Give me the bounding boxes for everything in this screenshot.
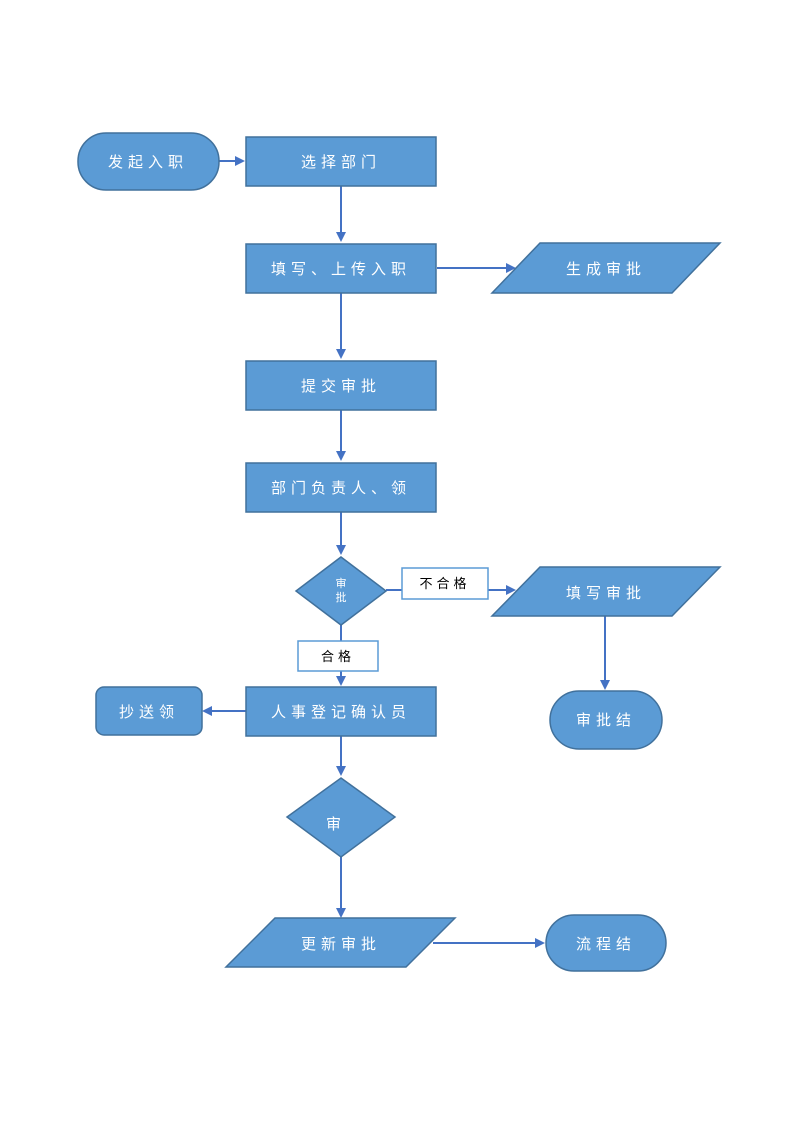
start-node[interactable]: 发起入职 <box>77 132 220 191</box>
start-node-label: 发起入职 <box>108 153 188 171</box>
fill-upload-label: 填写、上传入职 <box>271 260 411 278</box>
review-decision-2[interactable]: 审 <box>285 777 397 858</box>
review-decision-1[interactable]: 审 批 <box>294 556 388 626</box>
fill-approval-node[interactable]: 填写审批 <box>490 566 722 617</box>
generate-approval-label: 生成审批 <box>566 260 646 278</box>
submit-approval-label: 提交审批 <box>301 377 381 395</box>
pass-label: 合格 <box>297 640 379 672</box>
hr-confirm-node[interactable]: 人事登记确认员 <box>245 686 437 737</box>
approval-end-label: 审批结 <box>576 711 636 729</box>
update-approval-node[interactable]: 更新审批 <box>224 917 457 968</box>
department-head-label: 部门负责人、领 <box>271 479 411 497</box>
approval-end-node[interactable]: 审批结 <box>549 690 663 750</box>
update-approval-label: 更新审批 <box>301 935 381 953</box>
review-decision-1-line1: 审 <box>336 576 347 590</box>
process-end-node[interactable]: 流程结 <box>545 914 667 972</box>
fill-approval-label: 填写审批 <box>566 584 646 602</box>
pass-label-text: 合格 <box>321 649 355 665</box>
generate-approval-node[interactable]: 生成审批 <box>490 242 722 294</box>
fill-upload-node[interactable]: 填写、上传入职 <box>245 243 437 294</box>
review-decision-1-line2: 批 <box>336 590 347 604</box>
submit-approval-node[interactable]: 提交审批 <box>245 360 437 411</box>
select-department-label: 选择部门 <box>301 153 381 171</box>
process-end-label: 流程结 <box>576 935 636 953</box>
fail-label-text: 不合格 <box>419 576 470 592</box>
review-decision-2-label: 审 <box>326 815 346 833</box>
department-head-node[interactable]: 部门负责人、领 <box>245 462 437 513</box>
cc-leader-node[interactable]: 抄送领 <box>95 686 203 736</box>
hr-confirm-label: 人事登记确认员 <box>271 703 411 721</box>
cc-leader-label: 抄送领 <box>119 703 179 721</box>
select-department-node[interactable]: 选择部门 <box>245 136 437 187</box>
fail-label: 不合格 <box>401 567 489 600</box>
